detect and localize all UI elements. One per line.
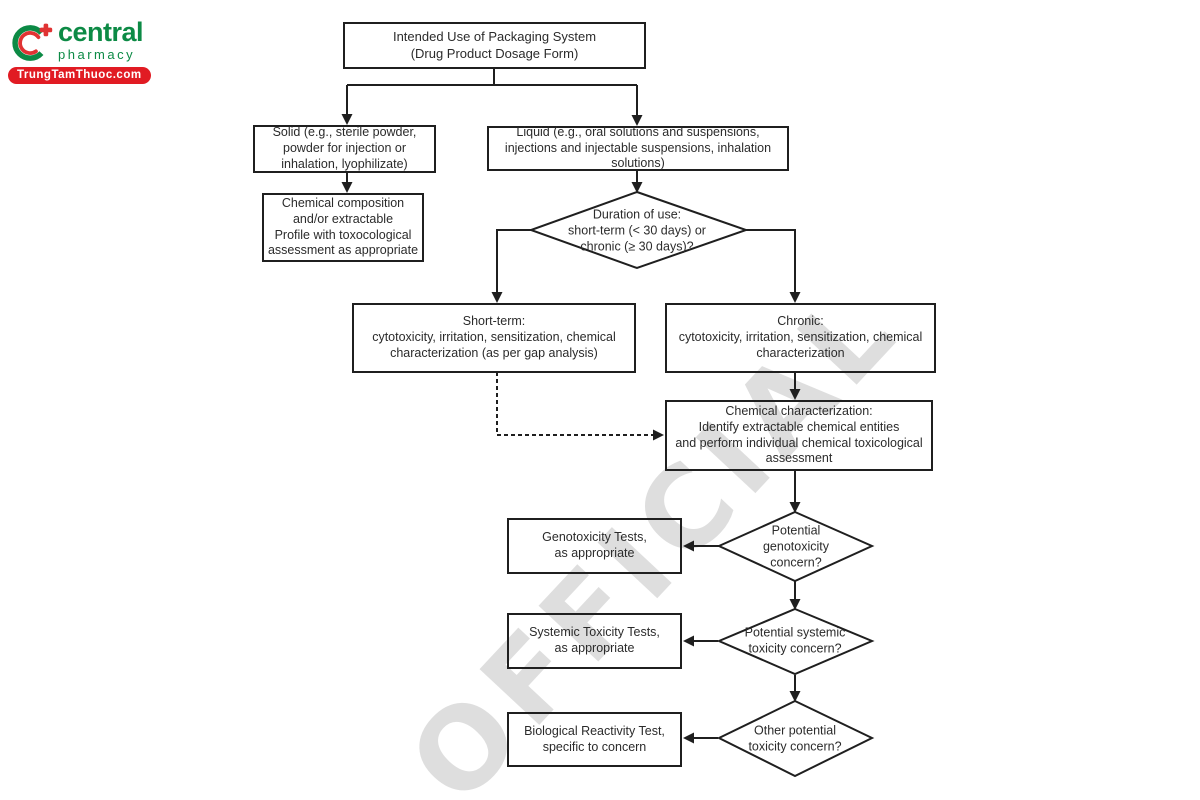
decision-duration-label: Duration of use: short-term (< 30 days) …: [568, 207, 706, 253]
decision-genotoxicity-shape: [716, 510, 875, 583]
node-biological-reactivity-test: Biological Reactivity Test, specific to …: [507, 712, 682, 767]
decision-duration-shape: [528, 190, 750, 270]
decision-other-label: Other potential toxicity concern?: [748, 723, 842, 753]
node-short-term: Short-term: cytotoxicity, irritation, se…: [352, 303, 636, 373]
logo-brand-text: central: [58, 17, 144, 47]
node-chronic: Chronic: cytotoxicity, irritation, sensi…: [665, 303, 936, 373]
decision-genotoxicity-label: Potential genotoxicity concern?: [762, 523, 829, 569]
node-liquid: Liquid (e.g., oral solutions and suspens…: [487, 125, 789, 171]
node-chemical-characterization: Chemical characterization: Identify extr…: [665, 400, 933, 471]
central-pharmacy-logo: central pharmacy TrungTamThuoc.com: [8, 18, 158, 84]
node-solid: Solid (e.g., sterile powder, powder for …: [253, 125, 436, 173]
decision-systemic-shape: [716, 607, 875, 676]
central-pharmacy-icon: [12, 23, 53, 61]
node-systemic-toxicity-tests: Systemic Toxicity Tests, as appropriate: [507, 613, 682, 669]
node-chemical-composition: Chemical composition and/or extractable …: [262, 193, 424, 262]
node-intended-use: Intended Use of Packaging System (Drug P…: [343, 22, 646, 69]
logo-badge: TrungTamThuoc.com: [8, 67, 151, 84]
decision-systemic-label: Potential systemic toxicity concern?: [744, 625, 846, 655]
decision-other-shape: [716, 699, 875, 778]
logo-sub-text: pharmacy: [58, 47, 136, 63]
node-genotoxicity-tests: Genotoxicity Tests, as appropriate: [507, 518, 682, 574]
